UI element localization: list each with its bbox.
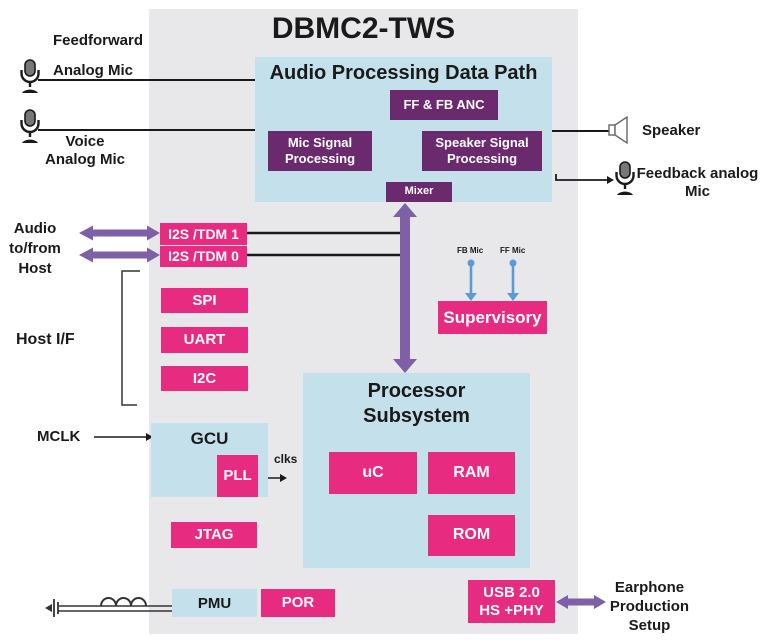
por-block: POR — [261, 589, 335, 617]
clks-label: clks — [274, 452, 298, 466]
usb-arrow — [556, 595, 606, 609]
ff-mic-label: FF Mic — [500, 246, 526, 255]
mclk-label: MCLK — [37, 428, 81, 445]
feedback-mic-line — [555, 174, 608, 181]
gcu-label: GCU — [190, 429, 229, 448]
ff-mic-arrowhead — [507, 293, 519, 301]
pll-block: PLL — [217, 455, 258, 497]
ff-fb-anc-block: FF & FB ANC — [390, 90, 498, 120]
i2s-tdm1-block: I2S /TDM 1 — [160, 223, 247, 245]
host-if-bracket — [121, 270, 140, 406]
speaker-icon — [607, 113, 633, 147]
clks-arrowhead — [280, 474, 287, 482]
mixer-processor-arrow — [393, 203, 417, 373]
audio-host-arrow-1 — [79, 225, 160, 241]
audio-host-arrow-0 — [79, 247, 160, 263]
fb-mic-arrowhead — [465, 293, 477, 301]
spi-block: SPI — [161, 288, 248, 313]
feedforward-mic-icon — [18, 58, 42, 96]
page-title: DBMC2-TWS — [271, 12, 456, 45]
supervisory-block: Supervisory — [438, 301, 547, 334]
pmu-inductor — [45, 597, 172, 617]
mixer-block: Mixer — [386, 182, 452, 202]
audio-processing-data-path-box — [255, 57, 552, 202]
feedforward-mic-label-line2: Analog Mic — [53, 62, 134, 79]
i2c-block: I2C — [161, 366, 248, 391]
pmu-block: PMU — [172, 589, 257, 617]
rom-block: ROM — [428, 515, 515, 556]
feedback-mic-arrowhead — [607, 176, 614, 184]
i2s-tdm0-block: I2S /TDM 0 — [160, 246, 247, 267]
fb-mic-label: FB Mic — [457, 246, 484, 255]
voice-mic-icon — [18, 108, 42, 146]
feedforward-mic-label-line1: Feedforward — [53, 32, 144, 49]
feedback-mic-icon — [613, 160, 637, 198]
ram-block: RAM — [428, 452, 515, 494]
uart-block: UART — [161, 327, 248, 353]
mclk-arrowhead — [146, 433, 153, 441]
host-if-label: Host I/F — [16, 331, 75, 348]
audio-processing-data-path-title: Audio Processing Data Path — [269, 62, 538, 84]
jtag-block: JTAG — [171, 522, 257, 548]
uc-block: uC — [329, 452, 417, 494]
speaker-label: Speaker — [642, 122, 701, 139]
